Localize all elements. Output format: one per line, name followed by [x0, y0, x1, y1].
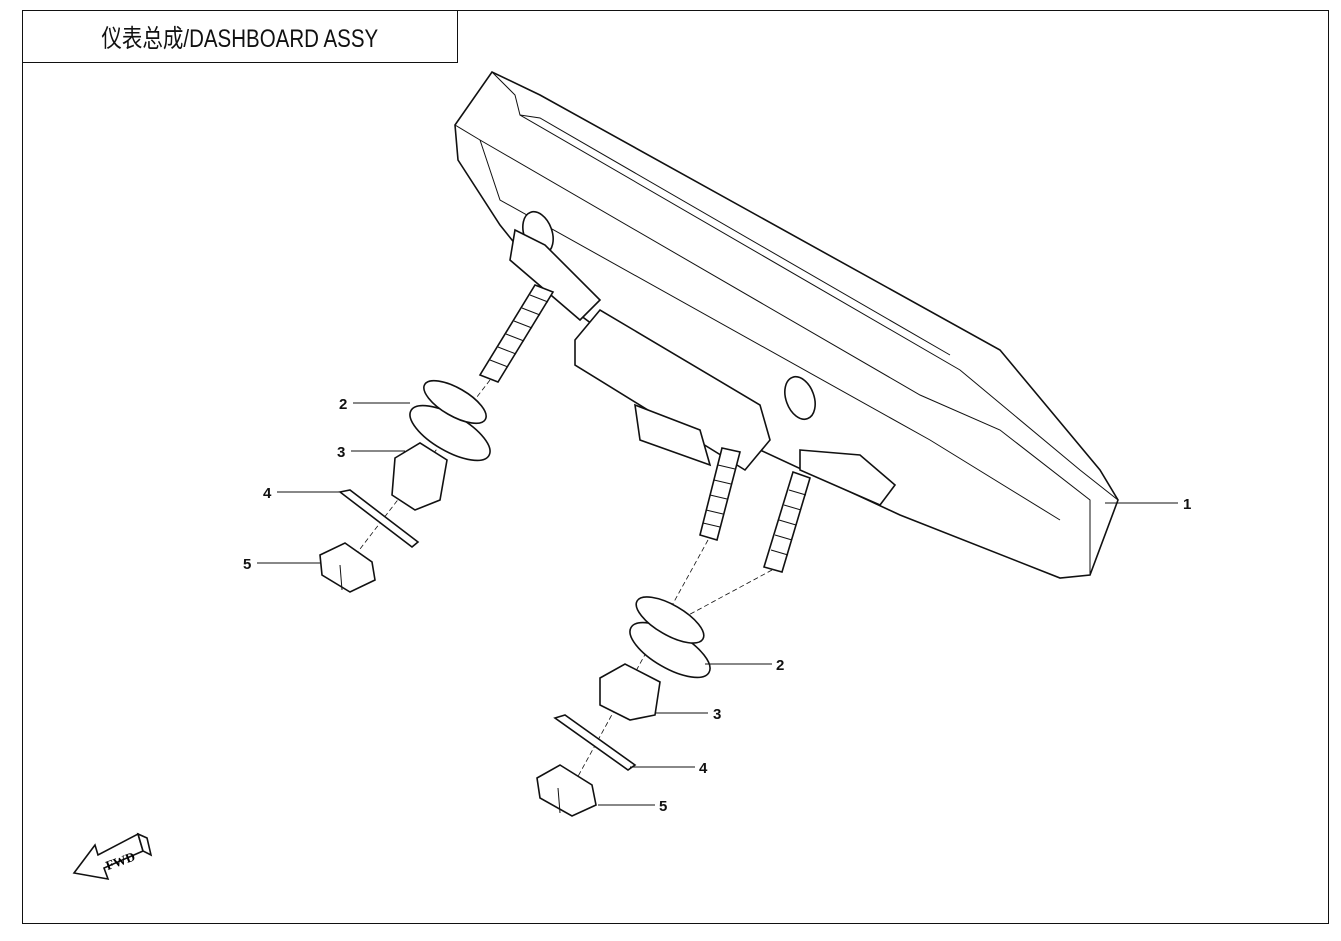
drawing-frame: [22, 10, 1329, 924]
left-grommet-2[interactable]: [402, 372, 498, 471]
callout-1: 1: [1183, 496, 1191, 513]
callout-left-3: 3: [337, 444, 345, 461]
left-washer-4[interactable]: [338, 489, 420, 549]
stud-bolts: [478, 284, 811, 573]
callout-right-3: 3: [713, 706, 721, 723]
callout-right-2: 2: [776, 657, 784, 674]
callout-right-5: 5: [659, 798, 667, 815]
forward-arrow-icon: FWD: [72, 832, 153, 881]
callout-left-4: 4: [263, 485, 272, 502]
dashboard-part-1[interactable]: [454, 70, 1119, 579]
callout-right-4: 4: [699, 760, 708, 777]
callout-left-2: 2: [339, 396, 347, 413]
right-nut-5[interactable]: [536, 764, 597, 817]
callouts: 1 2 3 4 5 2 3 4 5: [243, 396, 1191, 815]
left-spacer-3[interactable]: [391, 442, 448, 511]
callout-left-5: 5: [243, 556, 251, 573]
right-grommet-2[interactable]: [622, 588, 718, 688]
title-box: 仪表总成/DASHBOARD ASSY: [22, 10, 458, 63]
diagram-title: 仪表总成/DASHBOARD ASSY: [101, 24, 379, 53]
right-washer-4[interactable]: [553, 714, 637, 771]
left-nut-5[interactable]: [319, 542, 376, 593]
right-spacer-3[interactable]: [599, 663, 661, 721]
